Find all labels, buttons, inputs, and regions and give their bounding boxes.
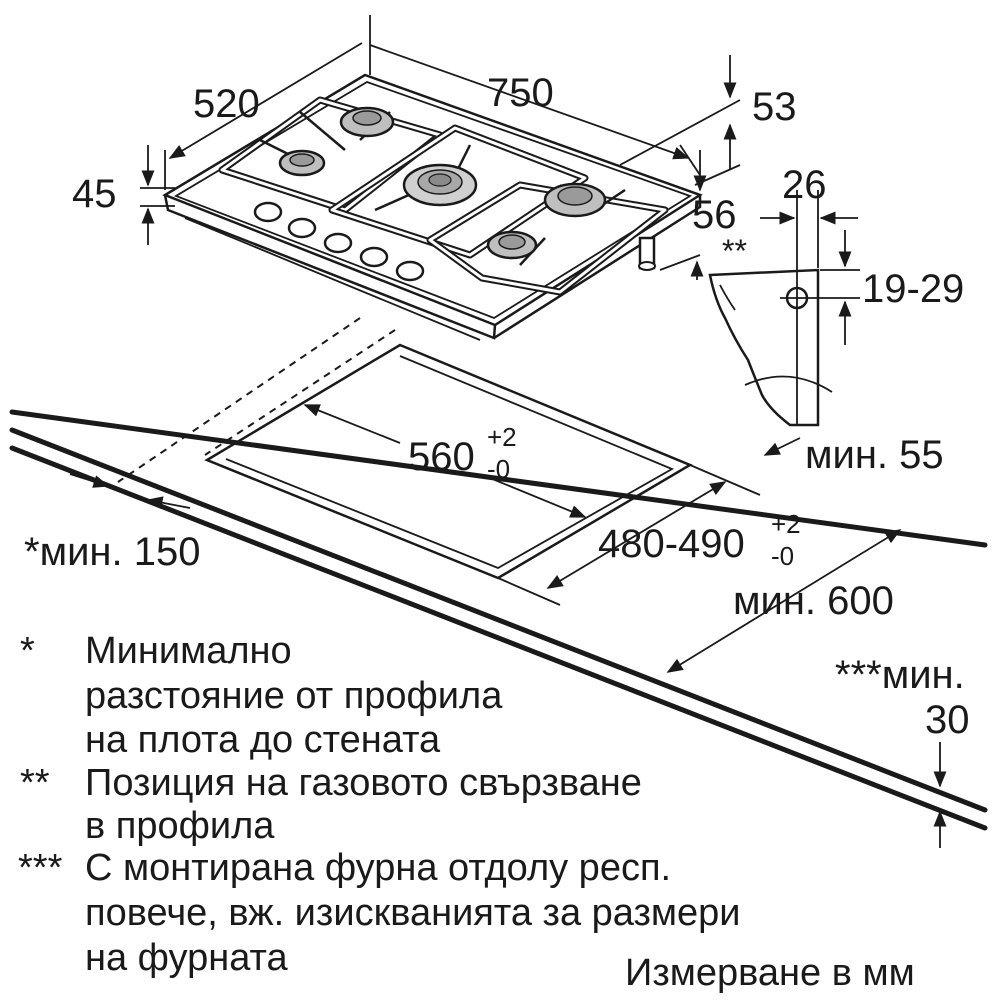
hob-height-front-label: 45 (72, 172, 117, 216)
profile-height-label: 19-29 (862, 267, 964, 311)
cutout-width-tol-minus: -0 (487, 454, 510, 484)
hob-width-label: 750 (487, 71, 554, 115)
note-1-line-2: разстояние от профила (85, 675, 503, 717)
countertop (9, 409, 988, 831)
note-3-line-1: С монтирана фурна отдолу респ. (85, 847, 671, 889)
countertop-depth-label: мин. 600 (733, 579, 894, 623)
note-2-line-2: в профила (85, 805, 275, 847)
cutout-depth-label: 480-490 (598, 522, 745, 566)
hob-rear-offset-label: 53 (752, 85, 797, 129)
side-wall-clearance-label: *мин. 150 (24, 530, 200, 574)
cutout-dimension-lines (69, 404, 947, 848)
note-1-line-1: Минимално (85, 630, 292, 672)
hob-height-right-label: 56 (692, 193, 737, 237)
units-caption: Измерване в мм (625, 952, 915, 994)
countertop-profile-detail (708, 190, 860, 427)
note-2-marker: ** (20, 762, 50, 804)
note-3-line-3: на фурната (85, 937, 288, 979)
note-1-line-3: на плота до стената (85, 719, 441, 761)
front-edge-clearance-label: мин. 55 (805, 433, 944, 477)
note-1-marker: * (20, 630, 35, 672)
projection-lines (117, 317, 396, 483)
pan-supports (218, 96, 669, 296)
control-knobs (253, 201, 425, 282)
profile-marker-label: ** (722, 233, 747, 269)
footnotes: * Минимално разстояние от профила на пло… (18, 630, 741, 979)
note-3-marker: *** (18, 847, 63, 889)
gas-hob (162, 73, 703, 341)
gas-connection (638, 236, 656, 271)
profile-offset-label: 26 (782, 163, 827, 207)
note-2-line-1: Позиция на газовото свързване (85, 762, 642, 804)
cutout-depth-tol-minus: -0 (771, 541, 794, 571)
note-3-line-2: повече, вж. изискванията за размери (85, 892, 741, 934)
cutout-depth-tol-plus: +2 (771, 509, 801, 539)
cutout-width-tol-plus: +2 (487, 422, 517, 452)
below-clearance-value: 30 (925, 698, 970, 742)
cutout-width-label: 560 (408, 435, 475, 479)
burners (278, 106, 607, 260)
hob-dimension-lines (140, 15, 741, 280)
hob-depth-label: 520 (193, 82, 260, 126)
below-clearance-prefix: ***мин. (835, 653, 965, 697)
